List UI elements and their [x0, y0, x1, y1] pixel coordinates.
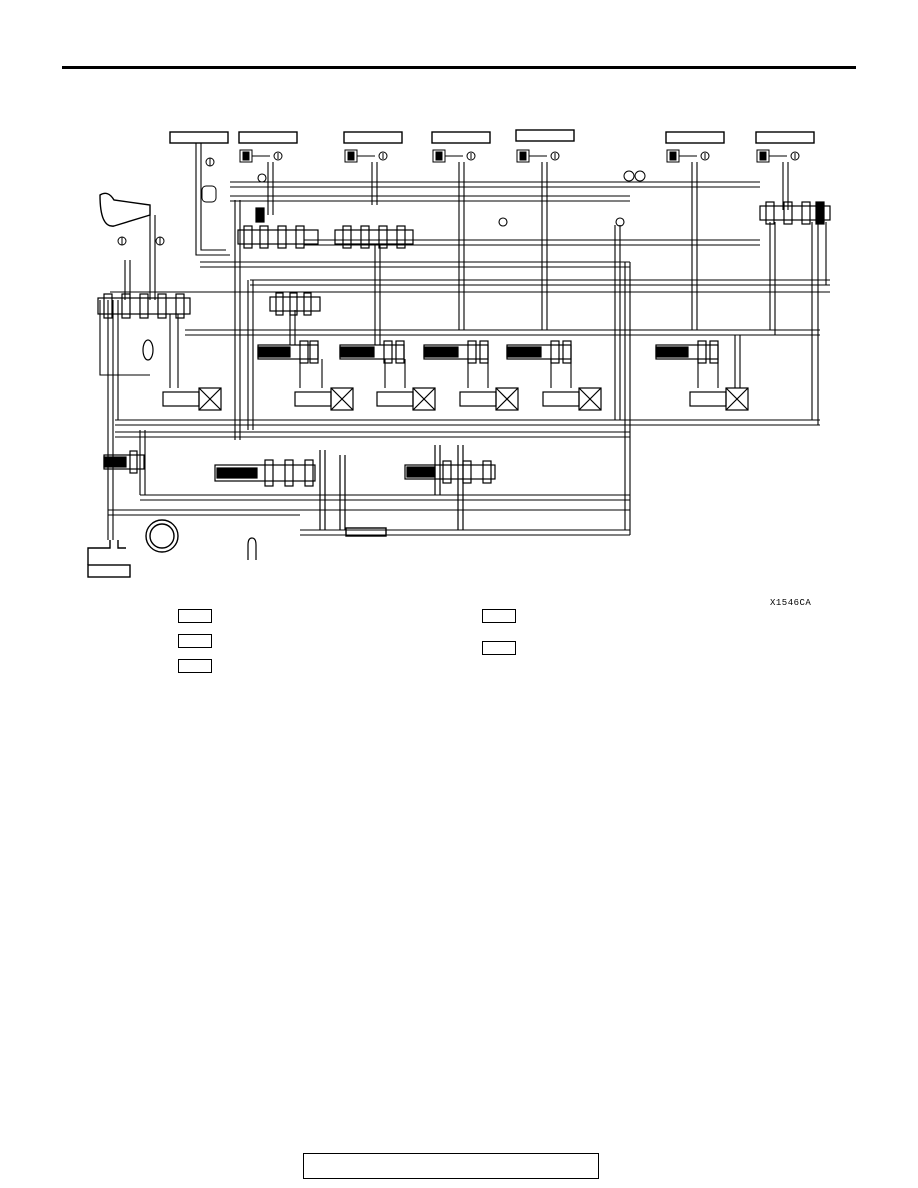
right-return-lines	[614, 222, 827, 535]
top-label-box-1	[169, 131, 229, 144]
solenoid-valve-icon	[239, 149, 800, 163]
figure-id: X1546CA	[770, 598, 812, 608]
top-label-box-4	[431, 131, 491, 144]
pressure-switch-icon	[117, 157, 646, 246]
spool-valve-icon	[97, 201, 831, 319]
legend-box-5	[482, 641, 516, 655]
header-rule	[62, 66, 856, 69]
top-label-box-3	[343, 131, 403, 144]
bottom-valves	[214, 445, 496, 530]
legend-box-4	[482, 609, 516, 623]
legend-box-1	[178, 609, 212, 623]
left-small-valve	[103, 450, 145, 474]
top-label-boxes	[169, 129, 815, 144]
top-label-box-6	[665, 131, 725, 144]
oil-pump-icon	[145, 519, 179, 553]
hydraulic-circuit-diagram	[87, 129, 831, 578]
manifold-lines	[108, 181, 830, 536]
shift-valves	[257, 340, 719, 364]
left-lines	[99, 200, 254, 540]
check-ball-icon	[257, 173, 625, 227]
vertical-pipes	[195, 143, 789, 330]
legend-box-2	[178, 634, 212, 648]
legend-box-3	[178, 659, 212, 673]
orifice-icon	[142, 339, 154, 361]
top-label-box-5	[515, 129, 575, 142]
top-label-box-7	[755, 131, 815, 144]
regulator-valves	[162, 387, 749, 411]
footer-box	[303, 1153, 599, 1179]
strainer-icon	[87, 527, 387, 578]
top-label-box-2	[238, 131, 298, 144]
valve-interconnects	[169, 245, 741, 388]
drain-icon	[247, 537, 257, 560]
accumulator-icon	[99, 192, 151, 227]
